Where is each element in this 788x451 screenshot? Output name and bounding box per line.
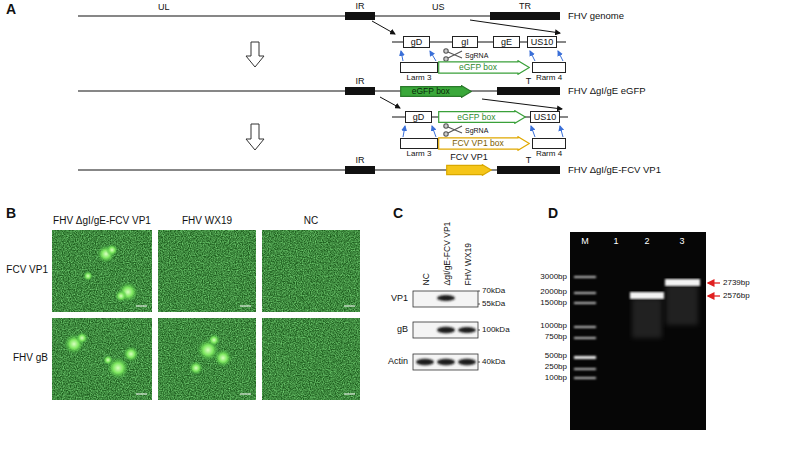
ladder-size: 100bp	[545, 374, 567, 382]
western-blot	[413, 291, 480, 370]
gene-box: gD	[403, 36, 430, 48]
guide-label: SgRNA	[465, 52, 488, 59]
panel-letter: B	[6, 206, 16, 220]
homology-arm: Larm 3	[400, 138, 438, 149]
protein-label: Actin	[388, 357, 408, 366]
protein-label: VP1	[391, 294, 408, 303]
gene-cassette: eGFP box	[438, 60, 530, 75]
ladder-size: 1500bp	[540, 299, 567, 307]
column-heading: FHV ΔgI/gE-FCV VP1	[53, 216, 151, 226]
node-text: eGFP box	[459, 63, 497, 72]
node-text: FCV VP1	[450, 153, 488, 162]
size-marker: 100kDa	[482, 326, 510, 334]
node-text: eGFP box	[457, 113, 495, 122]
agarose-gel	[570, 232, 720, 430]
size-marker: 55kDa	[482, 300, 505, 308]
repeat-region: T	[497, 87, 560, 95]
hollow-arrows	[246, 42, 264, 150]
node-text: US10	[531, 38, 554, 47]
column-heading: NC	[304, 216, 318, 226]
gene-cassette: eGFP box	[438, 110, 526, 124]
lane-label: ΔgI/gE-FCV VP1	[443, 221, 452, 285]
node-text: Rarm 4	[536, 150, 562, 158]
repeat-region: TR	[490, 12, 560, 20]
protein-label: gB	[397, 325, 408, 334]
cassette-outline	[439, 61, 530, 75]
ladder-size: 3000bp	[540, 273, 567, 281]
node-text: eGFP box	[412, 87, 450, 96]
node-text: TR	[519, 2, 531, 11]
size-marker: 40kDa	[482, 358, 505, 366]
lane-label: FHV WX19	[464, 242, 473, 285]
row-heading: FCV VP1	[6, 265, 48, 275]
column-heading: FHV WX19	[182, 216, 232, 226]
repeat-region: IR	[345, 12, 375, 20]
lane-label: M	[581, 237, 589, 246]
panel-letter: D	[548, 206, 558, 220]
node-text: IR	[356, 2, 365, 11]
repeat-region: T	[497, 166, 560, 174]
row-heading: FHV gB	[13, 353, 48, 363]
ladder-size: 1000bp	[540, 322, 567, 330]
band-size: 2576bp	[723, 292, 750, 300]
gene-cassette: FCV VP1	[446, 164, 492, 176]
repeat-region: IR	[345, 166, 375, 174]
node-text: gD	[411, 38, 423, 47]
node-text: Rarm 4	[536, 74, 562, 82]
node-text: IR	[356, 156, 365, 165]
construct-name: FHV ΔgI/gE eGFP	[568, 86, 646, 96]
repeat-region: IR	[345, 87, 375, 95]
genome-lines	[78, 16, 568, 170]
node-text: Larm 3	[407, 74, 432, 82]
homology-arm: Rarm 4	[532, 138, 566, 149]
gene-box: US10	[530, 111, 560, 123]
gene-box: gE	[493, 36, 520, 48]
ladder-size: 500bp	[545, 352, 567, 360]
cassette-outline	[401, 86, 472, 98]
lane-label: 1	[613, 237, 618, 246]
region-label: US	[432, 3, 445, 12]
construct-name: FHV genome	[568, 11, 624, 21]
node-text: gE	[501, 38, 512, 47]
size-marker: 70kDa	[482, 287, 505, 295]
node-text: FCV VP1 box	[452, 139, 504, 148]
ladder-size: 250bp	[545, 363, 567, 371]
cassette-arrow-shape	[446, 164, 492, 176]
lane-label: 2	[644, 237, 649, 246]
region-label: UL	[158, 3, 170, 12]
cassette-outline	[447, 165, 492, 176]
guide-label: SgRNA	[465, 127, 488, 134]
band-size: 2739bp	[723, 279, 750, 287]
homology-arm: Rarm 4	[532, 62, 566, 73]
ladder-size: 750bp	[545, 333, 567, 341]
gene-box: gI	[452, 36, 478, 48]
homology-arm: Larm 3	[400, 62, 438, 73]
fluorescence-images	[52, 230, 360, 400]
node-text: gD	[413, 113, 425, 122]
node-text: T	[526, 156, 532, 165]
construct-name: FHV ΔgI/gE-FCV VP1	[568, 165, 661, 175]
node-text: gI	[461, 38, 469, 47]
node-text: IR	[356, 77, 365, 86]
ladder-size: 2000bp	[540, 288, 567, 296]
cassette-outline	[439, 111, 526, 124]
lane-label: 3	[679, 237, 684, 246]
node-text: Larm 3	[407, 150, 432, 158]
node-text: T	[526, 77, 532, 86]
node-text: US10	[534, 113, 557, 122]
gene-cassette: eGFP box	[400, 85, 472, 98]
gene-cassette: FCV VP1 box	[438, 136, 530, 151]
gene-box: gD	[405, 111, 432, 123]
cassette-outline	[439, 137, 530, 151]
panel-letter: C	[393, 206, 403, 220]
panel-letter: A	[6, 2, 16, 16]
gene-box: US10	[527, 36, 557, 48]
lane-label: NC	[422, 273, 431, 285]
